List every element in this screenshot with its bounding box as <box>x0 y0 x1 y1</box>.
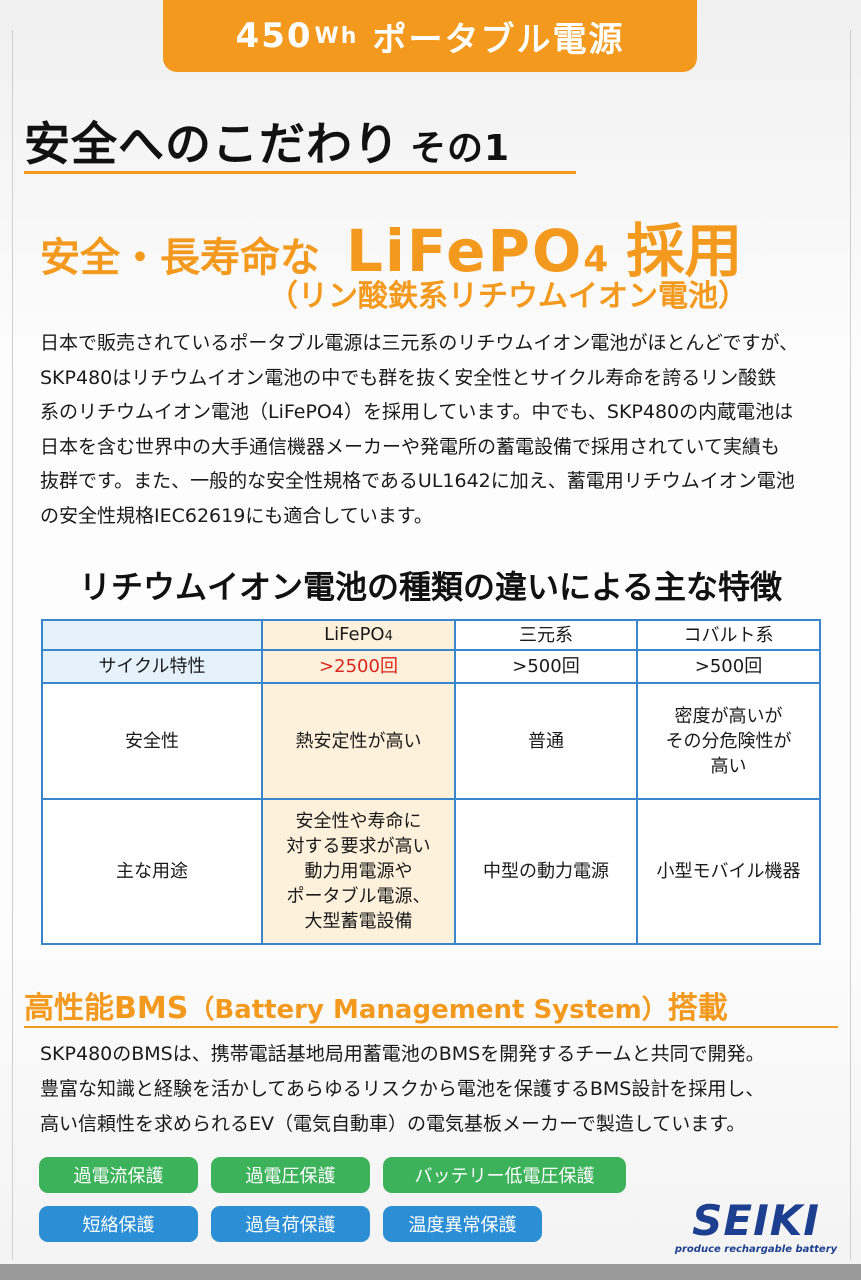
section-heading: 安全へのこだわりその1 <box>24 108 510 174</box>
bms-line: 豊富な知識と経験を活かしてあらゆるリスクから電池を保護するBMS設計を採用し、 <box>40 1078 765 1100</box>
bms-heading: 高性能BMS（Battery Management System）搭載 <box>24 983 728 1027</box>
bms-heading-a: 高性能BMS <box>24 991 189 1026</box>
table-corner-cell <box>41 619 263 651</box>
row-label-cycle: サイクル特性 <box>41 649 263 684</box>
header-unit: Wh <box>314 23 359 49</box>
heading-underline <box>24 171 576 174</box>
protection-badge-overcurrent: 過電流保護 <box>39 1157 198 1193</box>
cell-safety-ternary: 普通 <box>454 682 638 800</box>
seiki-logo: SEIKI produce rechargable battery <box>666 1198 846 1260</box>
feature-heading: 安全・長寿命な LiFePO4 採用 <box>40 204 742 288</box>
protection-badge-low-voltage: バッテリー低電圧保護 <box>383 1157 626 1193</box>
feature-chem: LiFePO <box>346 217 584 285</box>
intro-line: 系のリチウムイオン電池（LiFePO4）を採用しています。中でも、SKP480の… <box>40 401 794 423</box>
cell-cycle-cobalt: >500回 <box>636 649 821 684</box>
page-frame <box>12 30 851 1260</box>
section-heading-sub: その1 <box>410 128 511 169</box>
comparison-table: LiFePO4 三元系 コバルト系 サイクル特性 >2500回 >500回 >5… <box>41 619 821 945</box>
intro-line: 日本で販売されているポータブル電源は三元系のリチウムイオン電池がほとんどですが、 <box>40 332 799 354</box>
feature-suffix: 採用 <box>626 217 743 285</box>
table-title: リチウムイオン電池の種類の違いによる主な特徴 <box>78 568 783 606</box>
bms-heading-underline <box>24 1026 838 1028</box>
bms-heading-b: 搭載 <box>667 991 728 1026</box>
cell-cycle-ternary: >500回 <box>454 649 638 684</box>
section-heading-main: 安全へのこだわり <box>24 117 400 171</box>
logo-name: SEIKI <box>692 1196 820 1245</box>
cell-safety-cobalt: 密度が高いがその分危険性が高い <box>636 682 821 800</box>
feature-subtitle: （リン酸鉄系リチウムイオン電池） <box>268 279 748 314</box>
protection-badge-short-circuit: 短絡保護 <box>39 1206 198 1242</box>
cell-cycle-lifepo4: >2500回 <box>261 649 456 684</box>
bottom-bar <box>0 1264 861 1280</box>
protection-badge-overload: 過負荷保護 <box>211 1206 370 1242</box>
intro-line: の安全性規格IEC62619にも適合しています。 <box>40 504 433 527</box>
table-row: 安全性 熱安定性が高い 普通 密度が高いがその分危険性が高い <box>41 682 821 800</box>
column-header-ternary: 三元系 <box>454 619 638 651</box>
row-label-usage: 主な用途 <box>41 798 263 945</box>
bms-line: SKP480のBMSは、携帯電話基地局用蓄電池のBMSを開発するチームと共同で開… <box>40 1043 765 1065</box>
table-row: サイクル特性 >2500回 >500回 >500回 <box>41 649 821 684</box>
cell-safety-lifepo4: 熱安定性が高い <box>261 682 456 800</box>
column-header-lifepo4: LiFePO4 <box>261 619 456 651</box>
row-label-safety: 安全性 <box>41 682 263 800</box>
header-title: ポータブル電源 <box>372 19 625 60</box>
cell-usage-lifepo4: 安全性や寿命に対する要求が高い動力用電源やポータブル電源、大型蓄電設備 <box>261 798 456 945</box>
table-header-row: LiFePO4 三元系 コバルト系 <box>41 619 821 651</box>
bms-paragraph: SKP480のBMSは、携帯電話基地局用蓄電池のBMSを開発するチームと共同で開… <box>40 1037 840 1142</box>
header-capacity: 450 <box>235 16 313 56</box>
column-header-cobalt: コバルト系 <box>636 619 821 651</box>
feature-prefix: 安全・長寿命な <box>40 235 320 281</box>
bms-line: 高い信頼性を求められるEV（電気自動車）の電気基板メーカーで製造しています。 <box>40 1113 746 1135</box>
table-row: 主な用途 安全性や寿命に対する要求が高い動力用電源やポータブル電源、大型蓄電設備… <box>41 798 821 945</box>
cell-usage-cobalt: 小型モバイル機器 <box>636 798 821 945</box>
intro-line: 日本を含む世界中の大手通信機器メーカーや発電所の蓄電設備で採用されていて実績も <box>40 435 780 458</box>
feature-chem-sub: 4 <box>583 239 609 280</box>
intro-line: 抜群です。また、一般的な安全性規格であるUL1642に加え、蓄電用リチウムイオン… <box>40 470 795 492</box>
protection-badge-temperature: 温度異常保護 <box>383 1206 542 1242</box>
cell-usage-ternary: 中型の動力電源 <box>454 798 638 945</box>
logo-tagline: produce rechargable battery <box>674 1244 838 1255</box>
bms-heading-en: （Battery Management System） <box>188 995 668 1025</box>
protection-badge-overvoltage: 過電圧保護 <box>211 1157 370 1193</box>
intro-line: SKP480はリチウムイオン電池の中でも群を抜く安全性とサイクル寿命を誇るリン酸… <box>40 366 777 389</box>
intro-paragraph: 日本で販売されているポータブル電源は三元系のリチウムイオン電池がほとんどですが、… <box>40 326 830 533</box>
